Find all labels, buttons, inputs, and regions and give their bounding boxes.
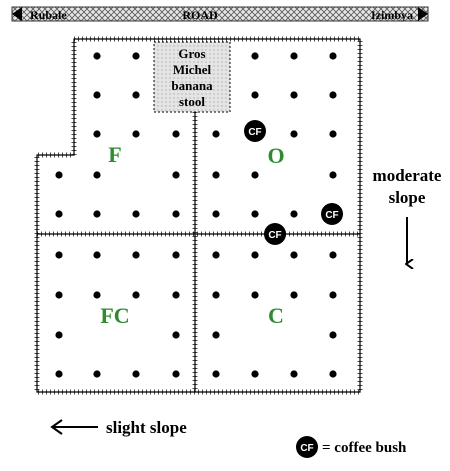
- plant-dot: [290, 52, 298, 60]
- plant-dot: [93, 251, 101, 259]
- plant-dot: [132, 251, 140, 259]
- plant-dot: [55, 210, 63, 218]
- plant-dot: [329, 171, 337, 179]
- plant-dot: [212, 331, 220, 339]
- plant-dot: [329, 251, 337, 259]
- plant-dot: [251, 52, 259, 60]
- legend-symbol: CF: [300, 443, 313, 454]
- plant-dot: [55, 331, 63, 339]
- plant-dot: [251, 91, 259, 99]
- plant-dot: [132, 370, 140, 378]
- road-bar: Rubale ROAD Izimbya: [11, 6, 429, 22]
- legend: CF = coffee bush: [296, 436, 407, 458]
- plant-dot: [212, 291, 220, 299]
- coffee-bush-1-label: CF: [248, 127, 261, 138]
- road-left-arrow-icon: [12, 7, 22, 21]
- plant-dot: [55, 291, 63, 299]
- plant-dot: [172, 370, 180, 378]
- plant-dot: [290, 130, 298, 138]
- plant-dot: [55, 171, 63, 179]
- plant-dot: [93, 91, 101, 99]
- plot-label-o: O: [267, 143, 284, 168]
- plant-dot: [251, 251, 259, 259]
- coffee-bush-2-label: CF: [325, 210, 338, 221]
- coffee-bush-2: CF: [321, 203, 343, 225]
- legend-text: = coffee bush: [322, 440, 407, 456]
- coffee-bush-1: CF: [244, 120, 266, 142]
- plant-dot: [212, 171, 220, 179]
- plot-label-c: C: [268, 303, 284, 328]
- slight-slope-label: slight slope: [106, 418, 187, 437]
- plant-dot: [93, 291, 101, 299]
- stool-label-line4: stool: [179, 94, 205, 109]
- plant-dot: [93, 210, 101, 218]
- plant-dot: [212, 210, 220, 218]
- road-right-label: Izimbya: [371, 8, 413, 22]
- coffee-bush-3: CF: [264, 223, 286, 245]
- road-left-label: Rubale: [30, 8, 67, 22]
- plant-dot: [93, 130, 101, 138]
- plant-dot: [132, 130, 140, 138]
- plant-dot: [132, 291, 140, 299]
- plot-label-f: F: [108, 142, 121, 167]
- plant-dot: [172, 171, 180, 179]
- plant-dot: [132, 52, 140, 60]
- road-center-label: ROAD: [182, 8, 218, 22]
- plant-dot: [55, 370, 63, 378]
- stool-label-line1: Gros: [178, 46, 205, 61]
- plant-dot: [212, 370, 220, 378]
- road-right-arrow-icon: [418, 7, 428, 21]
- plant-dot: [329, 130, 337, 138]
- plant-dots: [55, 52, 337, 378]
- plant-dot: [55, 251, 63, 259]
- stool-label-line3: banana: [171, 78, 213, 93]
- plant-dot: [290, 291, 298, 299]
- plant-dot: [251, 171, 259, 179]
- slight-slope: slight slope: [50, 418, 187, 437]
- plant-dot: [251, 210, 259, 218]
- moderate-slope-label-line1: moderate: [373, 166, 442, 185]
- field-outline: [34, 36, 363, 395]
- coffee-bush-3-label: CF: [268, 230, 281, 241]
- plant-dot: [329, 331, 337, 339]
- plant-dot: [329, 91, 337, 99]
- plot-label-fc: FC: [100, 303, 129, 328]
- plant-dot: [290, 251, 298, 259]
- plant-dot: [290, 91, 298, 99]
- plant-dot: [172, 210, 180, 218]
- plant-dot: [212, 251, 220, 259]
- plant-dot: [172, 251, 180, 259]
- plant-dot: [251, 291, 259, 299]
- plant-dot: [172, 331, 180, 339]
- plant-dot: [93, 370, 101, 378]
- plant-dot: [290, 210, 298, 218]
- plant-dot: [212, 130, 220, 138]
- plant-dot: [329, 291, 337, 299]
- plant-dot: [172, 291, 180, 299]
- plant-dot: [93, 52, 101, 60]
- plant-dot: [251, 370, 259, 378]
- stool-label-line2: Michel: [173, 62, 212, 77]
- plant-dot: [329, 370, 337, 378]
- plant-dot: [93, 171, 101, 179]
- plant-dot: [290, 370, 298, 378]
- plant-dot: [329, 52, 337, 60]
- banana-stool-box: Gros Michel banana stool: [153, 41, 231, 113]
- legend-coffee-icon: [296, 436, 318, 458]
- plant-dot: [172, 130, 180, 138]
- plant-dot: [132, 91, 140, 99]
- moderate-slope-label-line2: slope: [389, 188, 426, 207]
- plant-dot: [132, 210, 140, 218]
